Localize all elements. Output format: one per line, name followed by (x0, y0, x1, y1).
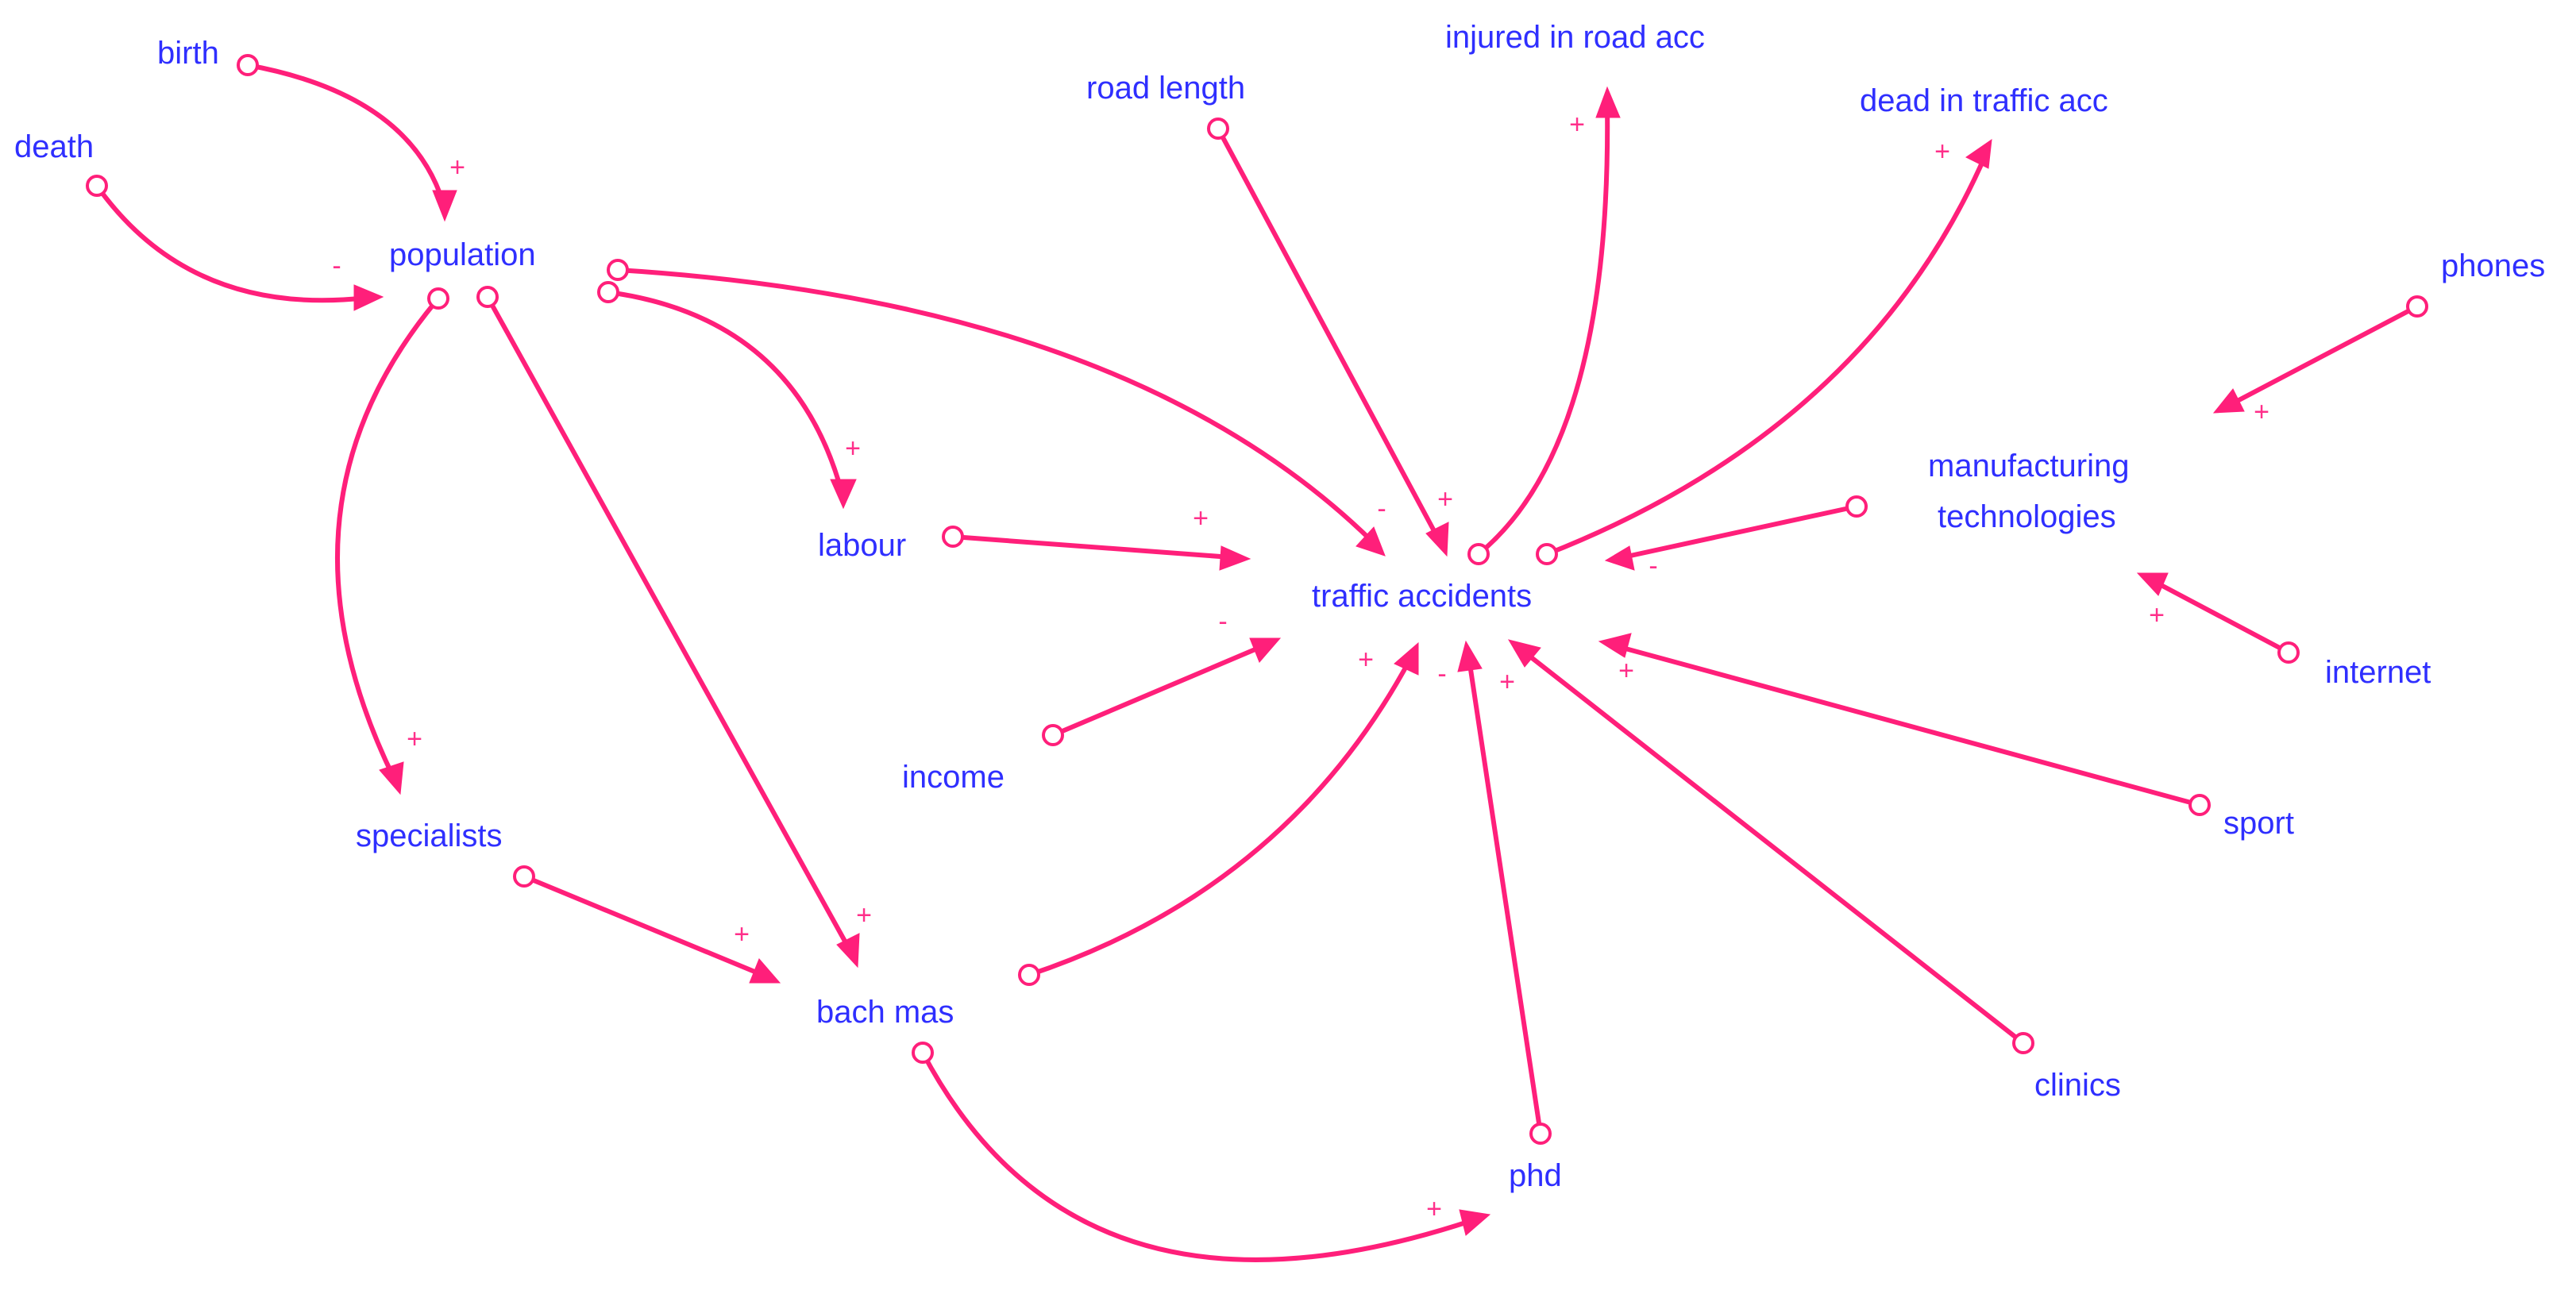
node-manufacturing-line2[interactable]: technologies (1938, 499, 2116, 534)
polarity-clinics-traffic: + (1499, 667, 1515, 697)
link-death-population[interactable] (86, 175, 384, 311)
link-population-bachmas[interactable] (476, 286, 860, 969)
node-road-length[interactable]: road length (1086, 71, 1245, 106)
node-internet[interactable]: internet (2325, 655, 2431, 690)
link-phones-manufacturing[interactable] (2212, 295, 2428, 414)
node-injured-in-road-acc[interactable]: injured in road acc (1445, 20, 1705, 55)
causal-links (86, 54, 2428, 1262)
polarity-traffic-injured: + (1569, 110, 1585, 140)
polarity-birth-population: + (449, 152, 465, 183)
node-traffic-accidents[interactable]: traffic accidents (1312, 579, 1532, 614)
link-bachmas-phd[interactable] (912, 1042, 1491, 1262)
polarity-income-traffic: - (1218, 607, 1227, 637)
link-clinics-traffic[interactable] (1507, 639, 2034, 1054)
polarity-population-traffic: - (1377, 494, 1386, 524)
node-labour[interactable]: labour (818, 528, 906, 563)
polarity-internet-manufacturing: + (2149, 600, 2165, 630)
link-population-specialists[interactable] (335, 287, 449, 795)
polarity-population-bachmas: + (856, 900, 872, 930)
polarity-markers: + - + - + + + + + + - + + + - + + - + + (332, 110, 2269, 1224)
node-specialists[interactable]: specialists (356, 818, 503, 853)
link-specialists-bachmas[interactable] (513, 865, 781, 984)
node-population[interactable]: population (389, 237, 536, 272)
link-population-labour[interactable] (597, 281, 857, 510)
node-income[interactable]: income (902, 760, 1005, 795)
node-bach-mas[interactable]: bach mas (816, 995, 954, 1030)
polarity-bachmas-phd: + (1426, 1194, 1442, 1224)
polarity-traffic-dead: + (1934, 137, 1950, 167)
polarity-roadlength-traffic: + (1437, 484, 1453, 514)
polarity-phd-traffic: - (1437, 659, 1446, 689)
polarity-population-labour: + (845, 433, 861, 464)
polarity-death-population: - (332, 251, 341, 281)
link-bachmas-traffic[interactable] (1018, 641, 1419, 986)
link-roadlength-traffic[interactable] (1207, 117, 1449, 557)
node-dead-in-traffic-acc[interactable]: dead in traffic acc (1860, 83, 2108, 118)
node-clinics[interactable]: clinics (2034, 1068, 2121, 1103)
link-income-traffic[interactable] (1042, 637, 1282, 746)
link-traffic-dead[interactable] (1536, 138, 1992, 565)
polarity-bachmas-traffic: + (1358, 645, 1374, 675)
link-sport-traffic[interactable] (1598, 633, 2211, 816)
link-manufacturing-traffic[interactable] (1604, 495, 1868, 571)
polarity-population-specialists: + (407, 724, 422, 754)
node-sport[interactable]: sport (2223, 806, 2294, 841)
node-phones[interactable]: phones (2441, 248, 2545, 283)
node-birth[interactable]: birth (157, 36, 219, 71)
polarity-manufacturing-traffic: - (1649, 551, 1657, 581)
polarity-labour-traffic: + (1193, 503, 1209, 533)
link-population-traffic[interactable] (607, 259, 1386, 556)
link-labour-traffic[interactable] (942, 526, 1251, 571)
node-manufacturing-line1[interactable]: manufacturing (1928, 449, 2129, 483)
link-phd-traffic[interactable] (1457, 640, 1552, 1145)
link-internet-manufacturing[interactable] (2136, 572, 2300, 664)
node-death[interactable]: death (14, 129, 94, 164)
polarity-specialists-bachmas: + (734, 919, 750, 949)
link-birth-population[interactable] (237, 54, 457, 222)
variable-nodes: birth death population labour specialist… (14, 20, 2545, 1193)
polarity-phones-manufacturing: + (2254, 397, 2269, 427)
link-traffic-injured[interactable] (1467, 86, 1621, 565)
node-phd[interactable]: phd (1509, 1158, 1562, 1193)
polarity-sport-traffic: + (1618, 656, 1634, 686)
